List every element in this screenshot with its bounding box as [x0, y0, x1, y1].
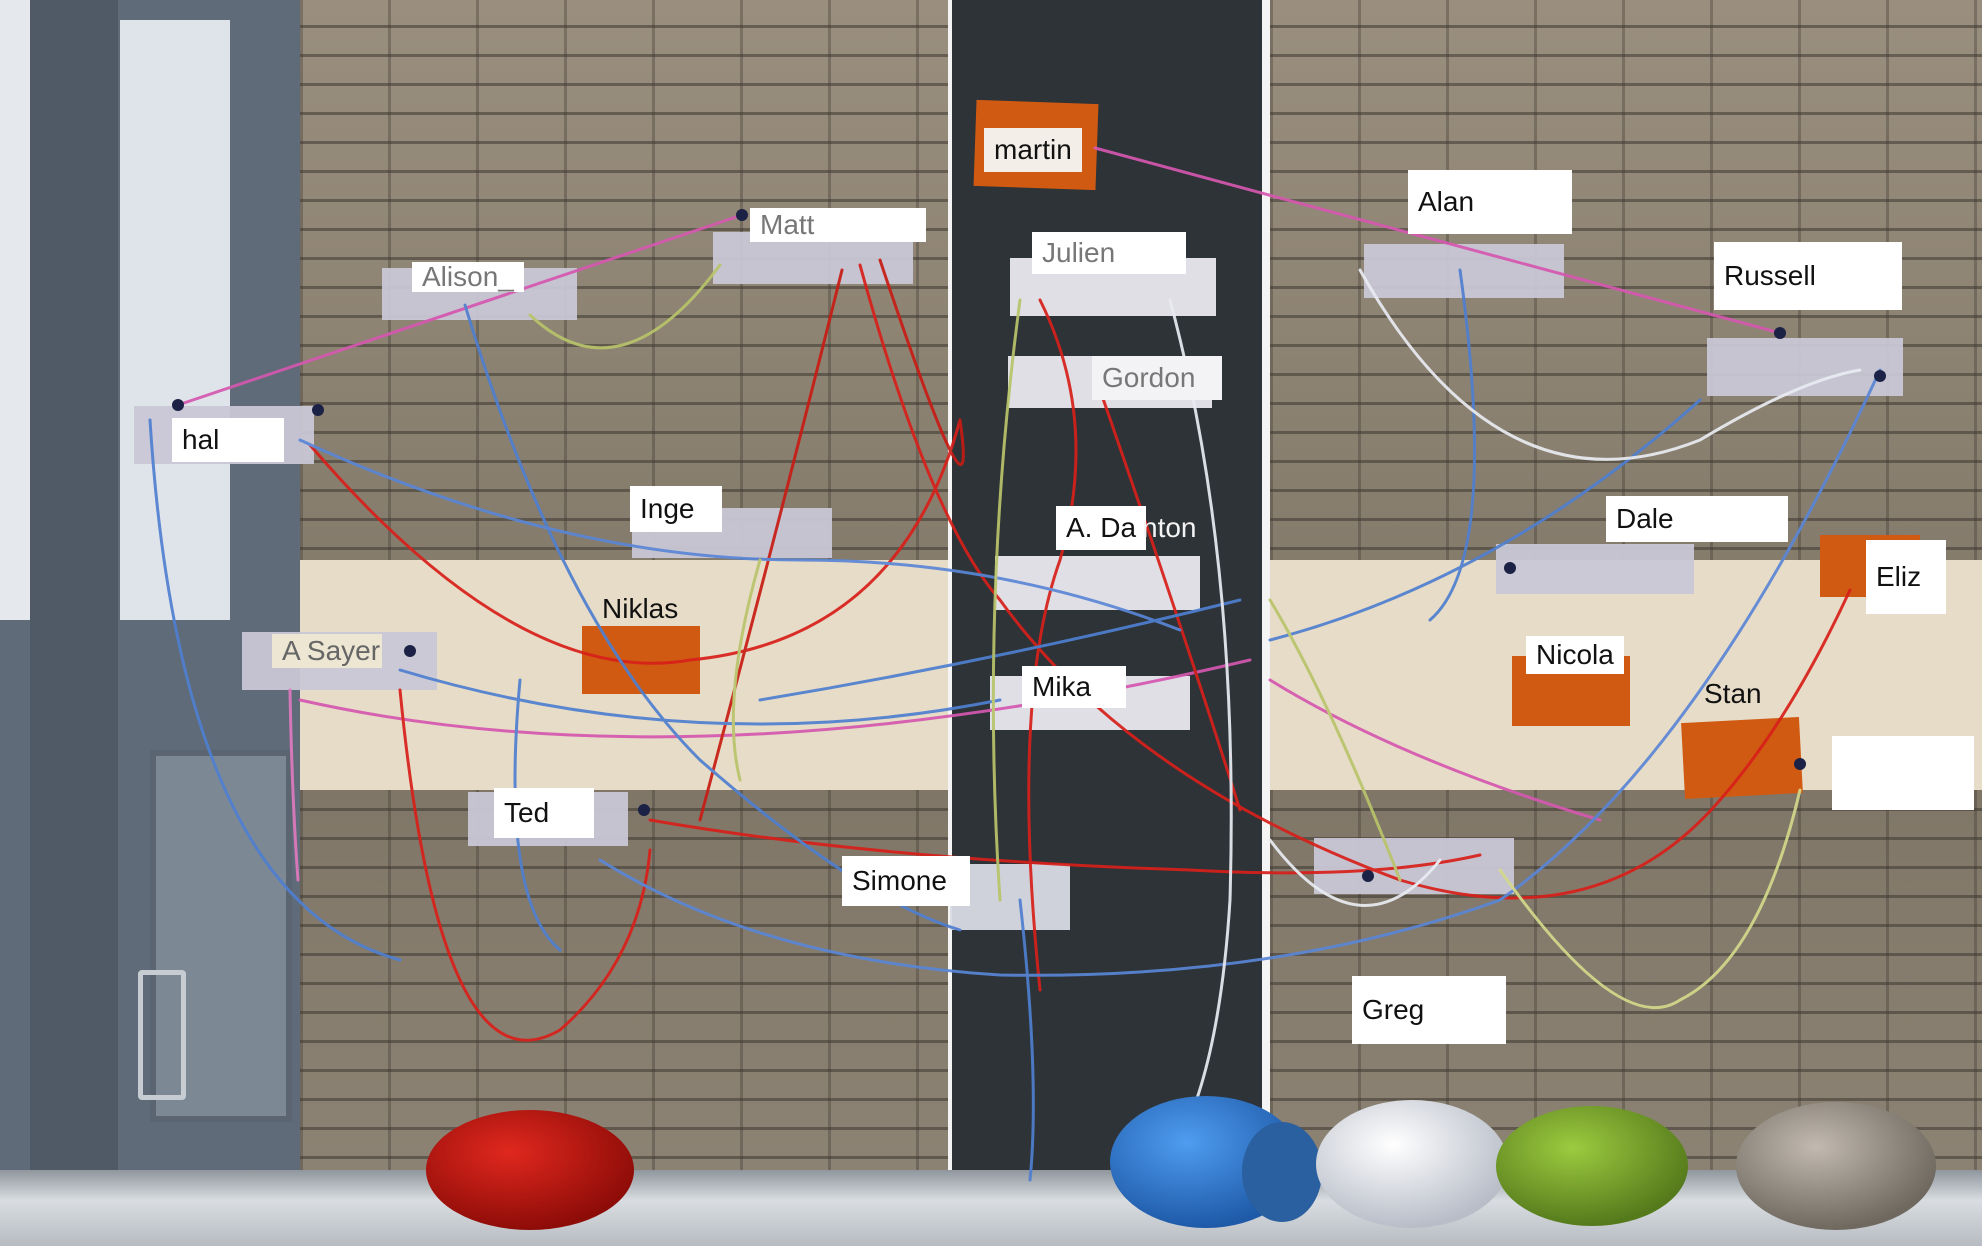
label-blank: [1832, 736, 1974, 810]
pink-yarn-right: [1268, 678, 1602, 822]
blue-yarn-ball-shadow: [1242, 1122, 1322, 1222]
grey-yarn-ball: [1736, 1102, 1936, 1230]
blue-yarn-1: [148, 418, 402, 962]
green-yarn-1: [528, 263, 722, 350]
red-yarn-5: [648, 818, 1482, 875]
pink-yarn-martin-russell: [1093, 146, 1782, 335]
label-hal: hal: [172, 418, 284, 462]
blue-yarn-5: [1018, 898, 1035, 1182]
label-russell: Russell: [1714, 242, 1902, 310]
white-yarn-ball: [1316, 1100, 1508, 1228]
pin-dot: [638, 804, 650, 816]
dark-pillar: [950, 0, 1270, 1246]
blue-yarn-3: [298, 438, 1182, 632]
pin-dot: [1362, 870, 1374, 882]
green-yarn-ball: [1496, 1106, 1688, 1226]
red-yarn-2: [698, 268, 844, 822]
pink-yarn-sayer-down: [288, 688, 300, 882]
white-yarn-1: [1358, 268, 1862, 461]
blue-yarn-4: [398, 668, 1002, 726]
pink-yarn-hal-matt: [176, 213, 744, 407]
label-a-da: A. Da: [1056, 506, 1146, 550]
label-ted: Ted: [494, 788, 594, 838]
label-nton: nton: [1142, 512, 1197, 543]
blue-yarn-8: [1428, 268, 1477, 622]
red-yarn-7: [1027, 298, 1078, 992]
label-eliz: Eliz: [1866, 540, 1946, 614]
label-julien: Julien: [1032, 232, 1186, 274]
green-yarn-2: [991, 298, 1022, 902]
label-gordon: Gordon: [1092, 356, 1222, 400]
red-yarn-6: [1398, 588, 1852, 900]
green-yarn-4: [1268, 598, 1402, 882]
red-yarn-8: [1098, 388, 1242, 812]
label-nicola: Nicola: [1526, 636, 1624, 674]
pin-dot: [1794, 758, 1806, 770]
pin-dot: [172, 399, 184, 411]
red-yarn-1: [308, 418, 962, 665]
note-simone: [950, 864, 1070, 930]
label-dale: Dale: [1606, 496, 1788, 542]
white-yarn-3: [1268, 838, 1442, 907]
pin-dot: [736, 209, 748, 221]
label-a-sayer: A Sayer: [272, 634, 382, 668]
blue-yarn-10: [758, 598, 1242, 702]
label-alan: Alan: [1408, 170, 1572, 234]
pin-dot: [1774, 327, 1786, 339]
label-mika: Mika: [1022, 666, 1126, 708]
pillar-edge-left: [948, 0, 952, 1215]
window-pane-inner: [120, 20, 230, 620]
green-yarn-5: [731, 558, 762, 782]
label-simone: Simone: [842, 856, 970, 906]
white-yarn-2: [1168, 298, 1233, 1142]
label-niklas: Niklas: [602, 593, 679, 624]
pin-dot: [1874, 370, 1886, 382]
label-inge: Inge: [630, 486, 722, 532]
blue-yarn-6: [1268, 398, 1702, 642]
label-alison: Alison_: [412, 262, 524, 292]
label-martin: martin: [984, 128, 1082, 172]
label-greg: Greg: [1352, 976, 1506, 1044]
label-stan: Stan: [1704, 678, 1762, 709]
door-panel: [150, 750, 292, 1122]
window-mullion: [30, 0, 118, 1246]
red-yarn-ball: [426, 1110, 634, 1230]
pin-dot: [404, 645, 416, 657]
pin-dot: [1504, 562, 1516, 574]
pin-dot: [312, 404, 324, 416]
red-yarn-3: [858, 263, 1402, 882]
green-yarn-3: [1498, 788, 1802, 1010]
red-yarn-9: [878, 258, 965, 466]
window-pane-upper: [0, 0, 30, 620]
pillar-edge-right: [1262, 0, 1270, 1215]
note-dale: [1496, 544, 1694, 594]
label-matt: Matt: [750, 208, 926, 242]
blue-yarn-9: [513, 678, 562, 952]
blue-yarn-7: [598, 368, 1882, 977]
door-handle: [138, 970, 186, 1100]
red-yarn-4: [398, 688, 652, 1042]
